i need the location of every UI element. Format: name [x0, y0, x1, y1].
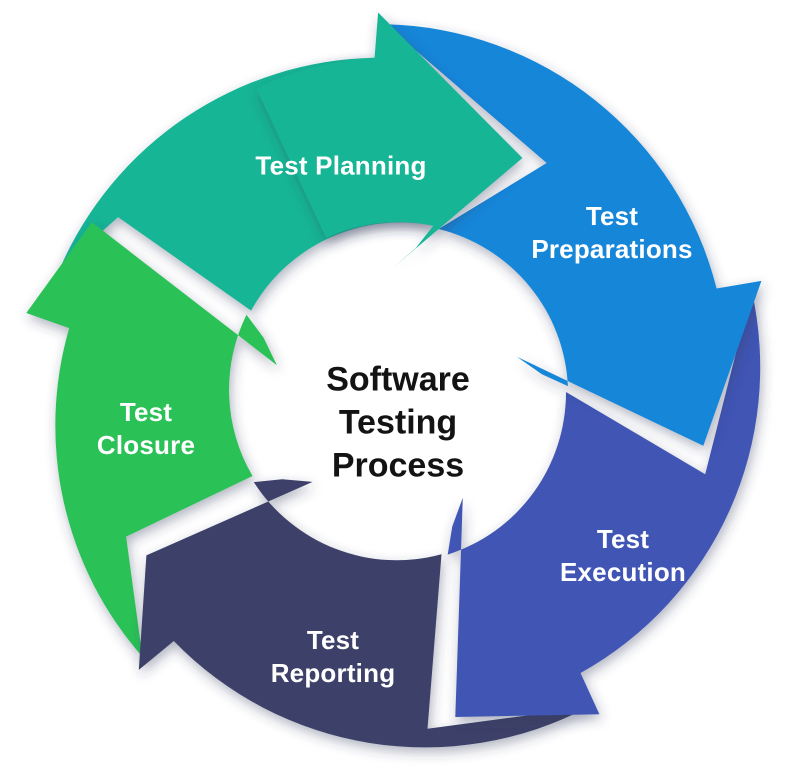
arrow-test-closure — [26, 222, 277, 657]
arrow-test-preparations — [385, 24, 762, 446]
arrow-test-reporting — [138, 479, 588, 748]
arrow-test-execution — [447, 290, 761, 717]
arrow-test-planning-head — [256, 12, 523, 269]
